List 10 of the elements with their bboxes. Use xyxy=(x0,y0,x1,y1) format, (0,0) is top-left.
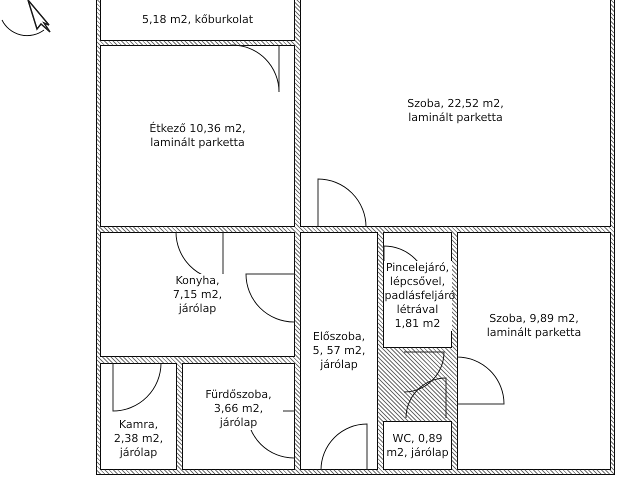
room xyxy=(100,363,177,470)
room xyxy=(182,363,295,470)
room xyxy=(100,45,295,227)
room xyxy=(300,0,611,227)
room xyxy=(100,0,295,41)
room xyxy=(100,232,295,357)
room-label: WC, 0,89 m2, járólap xyxy=(384,432,451,460)
room xyxy=(383,421,452,470)
room xyxy=(300,232,378,470)
room xyxy=(457,232,611,470)
